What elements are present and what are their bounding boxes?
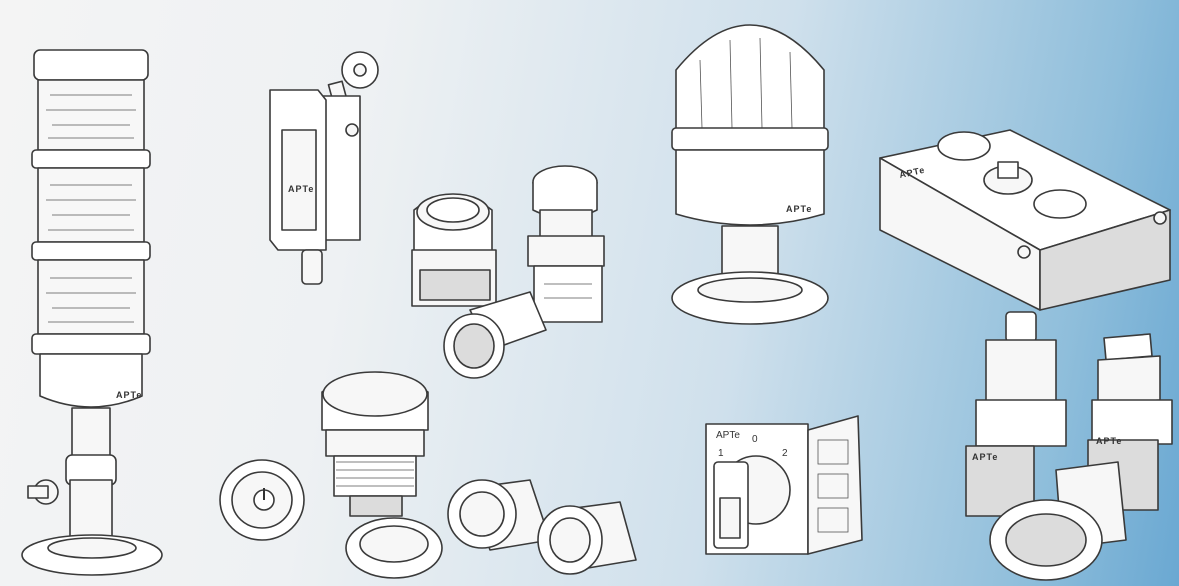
key-selector-switch: APTe xyxy=(965,311,1067,517)
svg-text:APTe: APTe xyxy=(1096,436,1122,446)
metal-push-button-a xyxy=(447,479,551,551)
limit-switch-brand: APTe xyxy=(288,184,314,194)
rotary-cam-switch: APTe 1 0 2 xyxy=(705,415,863,555)
mushroom-button-large xyxy=(989,461,1127,581)
flat-metal-button-power xyxy=(219,459,305,541)
beacon-light: APTe xyxy=(671,24,829,325)
signal-tower-brand: APTe xyxy=(116,390,142,400)
control-station-box: APTe xyxy=(879,129,1171,311)
flush-push-button xyxy=(411,193,497,307)
emergency-stop-button xyxy=(527,165,605,323)
mushroom-push-button xyxy=(321,371,429,517)
signal-tower-light: APTe xyxy=(21,49,163,576)
rotary-switch-brand: APTe xyxy=(716,430,740,441)
pilot-light xyxy=(443,291,547,379)
rotary-position-1: 1 xyxy=(718,448,724,459)
rotary-position-0: 0 xyxy=(752,434,758,445)
selector-switch: APTe xyxy=(1087,333,1173,511)
svg-text:APTe: APTe xyxy=(972,452,998,462)
limit-switch: APTe xyxy=(269,51,379,285)
rotary-position-2: 2 xyxy=(782,448,788,459)
flat-metal-button-large xyxy=(345,517,443,579)
metal-push-button-b xyxy=(537,501,637,575)
beacon-brand: APTe xyxy=(786,204,812,214)
